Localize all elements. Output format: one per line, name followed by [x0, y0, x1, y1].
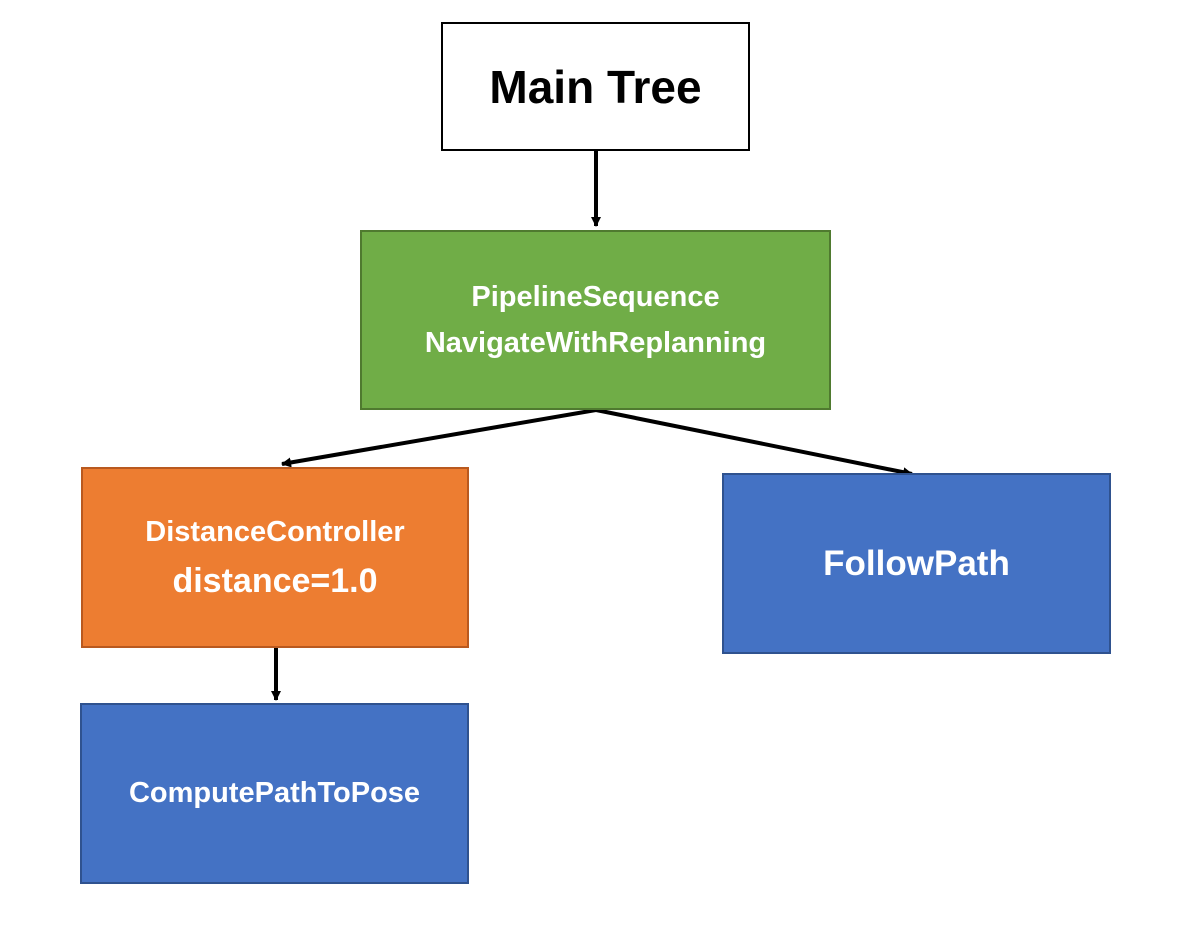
- follow-path-node: FollowPath: [722, 473, 1111, 654]
- distance-controller-node: DistanceController distance=1.0: [81, 467, 469, 648]
- edge-pipeline-to-followpath: [595, 408, 913, 478]
- pipeline-sequence-node: PipelineSequence NavigateWithReplanning: [360, 230, 831, 410]
- pipeline-type-label: PipelineSequence: [471, 281, 720, 313]
- compute-path-label: ComputePathToPose: [128, 777, 421, 809]
- edge-pipeline-to-distance: [281, 408, 597, 468]
- distance-controller-type-label: DistanceController: [145, 515, 405, 548]
- distance-controller-param-label: distance=1.0: [172, 561, 378, 600]
- main-tree-label: Main Tree: [489, 60, 702, 113]
- main-tree-node: Main Tree: [441, 22, 750, 151]
- compute-path-to-pose-node: ComputePathToPose: [80, 703, 469, 884]
- follow-path-label: FollowPath: [823, 543, 1010, 583]
- pipeline-name-label: NavigateWithReplanning: [424, 327, 767, 359]
